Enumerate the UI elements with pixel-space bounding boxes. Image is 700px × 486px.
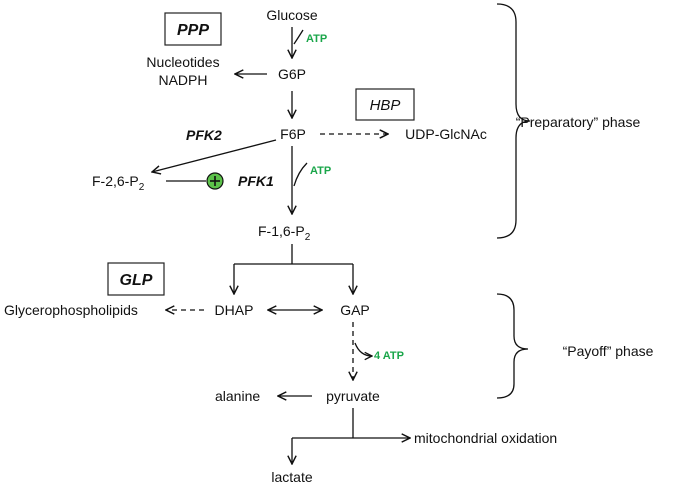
atp-curve-pfk1 xyxy=(293,162,308,187)
gap-label: GAP xyxy=(340,302,370,318)
atp-curve-hexokinase xyxy=(293,29,304,45)
pfk2-label: PFK2 xyxy=(186,127,222,143)
payoff-brace xyxy=(496,293,529,399)
g6p-label: G6P xyxy=(278,66,306,82)
atp-label-pfk1: ATP xyxy=(310,165,331,177)
plus-circle-icon xyxy=(206,172,224,190)
glycerophospholipids-label: Glycerophospholipids xyxy=(4,302,138,318)
ppp-label: PPP xyxy=(177,22,209,39)
f6p-label: F6P xyxy=(280,126,306,142)
udp-glcnac-label: UDP-GlcNAc xyxy=(405,126,487,142)
alanine-label: alanine xyxy=(215,388,260,404)
preparatory-phase-label: “Preparatory” phase xyxy=(516,114,641,130)
mito-oxidation-label: mitochondrial oxidation xyxy=(414,430,557,446)
dhap-label: DHAP xyxy=(215,302,254,318)
ppp-box xyxy=(164,12,222,46)
glp-box xyxy=(107,262,165,296)
pfk1-label: PFK1 xyxy=(238,173,274,189)
arrow-f6p-f26p2 xyxy=(152,139,277,172)
atp-label-hexokinase: ATP xyxy=(306,33,327,45)
lactate-label: lactate xyxy=(271,469,312,485)
nucleotides-label: Nucleotides xyxy=(146,54,219,70)
glucose-label: Glucose xyxy=(266,7,318,23)
preparatory-brace xyxy=(496,3,531,239)
atp-label-payoff: 4 ATP xyxy=(374,350,404,362)
atp-curve-payoff xyxy=(354,342,372,356)
f16p2-label: F-1,6-P2 xyxy=(258,223,311,243)
pyruvate-label: pyruvate xyxy=(326,388,380,404)
hbp-label: HBP xyxy=(370,97,401,114)
payoff-phase-label: “Payoff” phase xyxy=(563,343,654,359)
nadph-label: NADPH xyxy=(158,72,207,88)
hbp-box xyxy=(355,88,415,121)
glp-label: GLP xyxy=(120,272,153,289)
f26p2-label: F-2,6-P2 xyxy=(92,173,145,193)
